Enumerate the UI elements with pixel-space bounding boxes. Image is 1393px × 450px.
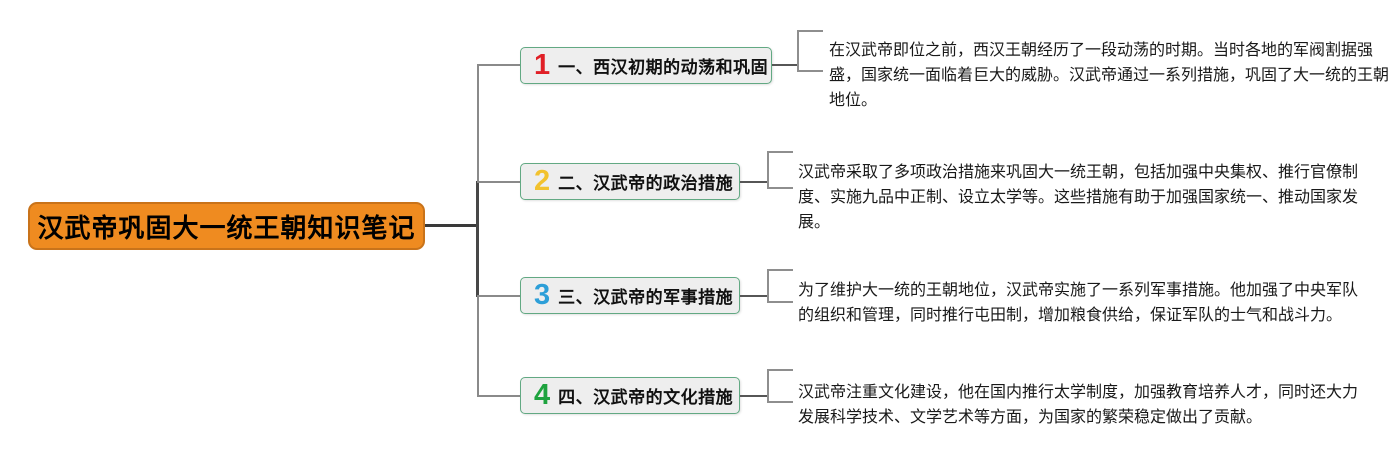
branch3-connector-line <box>477 295 520 297</box>
branch2-note-bracket <box>767 151 793 189</box>
branch1-note-bracket <box>797 30 823 72</box>
branch4-note-bracket <box>767 369 793 403</box>
branch1-note-text[interactable]: 在汉武帝即位之前，西汉王朝经历了一段动荡的时期。当时各地的军阀割据强 盛，国家统… <box>829 42 1390 109</box>
branch-node-2[interactable]: 2 二、汉武帝的政治措施 <box>520 163 740 200</box>
branch1-number: 1 <box>534 49 551 81</box>
branch1-note-line <box>772 64 797 66</box>
branch4-connector-line <box>477 395 520 397</box>
branch1-label: 一、西汉初期的动荡和巩固 <box>558 58 769 77</box>
root-topic-node[interactable]: 汉武帝巩固大一统王朝知识笔记 <box>28 202 425 250</box>
branch4-number: 4 <box>534 379 551 411</box>
branch3-note-bracket <box>767 269 793 303</box>
branch3-note-line <box>740 295 767 297</box>
branch4-label: 四、汉武帝的文化措施 <box>558 388 734 407</box>
branch-node-1[interactable]: 1 一、西汉初期的动荡和巩固 <box>520 47 772 84</box>
branch3-note-text[interactable]: 为了维护大一统的王朝地位，汉武帝实施了一系列军事措施。他加强了中央军队 的组织和… <box>798 282 1359 324</box>
branch1-connector-line <box>477 64 520 66</box>
branch2-note-line <box>740 181 767 183</box>
branch-node-3[interactable]: 3 三、汉武帝的军事措施 <box>520 277 740 314</box>
trunk-line-dark-segment <box>476 181 479 297</box>
branch4-note-line <box>740 395 767 397</box>
branch2-connector-line <box>477 181 520 183</box>
branch2-note-text[interactable]: 汉武帝采取了多项政治措施来巩固大一统王朝，包括加强中央集权、推行官僚制 度、实施… <box>798 164 1359 231</box>
root-connector-line <box>425 224 477 227</box>
branch3-label: 三、汉武帝的军事措施 <box>558 288 734 307</box>
branch3-number: 3 <box>534 279 551 311</box>
branch2-label: 二、汉武帝的政治措施 <box>558 174 734 193</box>
branch2-number: 2 <box>534 165 551 197</box>
branch-node-4[interactable]: 4 四、汉武帝的文化措施 <box>520 377 740 414</box>
branch4-note-text[interactable]: 汉武帝注重文化建设，他在国内推行太学制度，加强教育培养人才，同时还大力 发展科学… <box>798 384 1359 426</box>
